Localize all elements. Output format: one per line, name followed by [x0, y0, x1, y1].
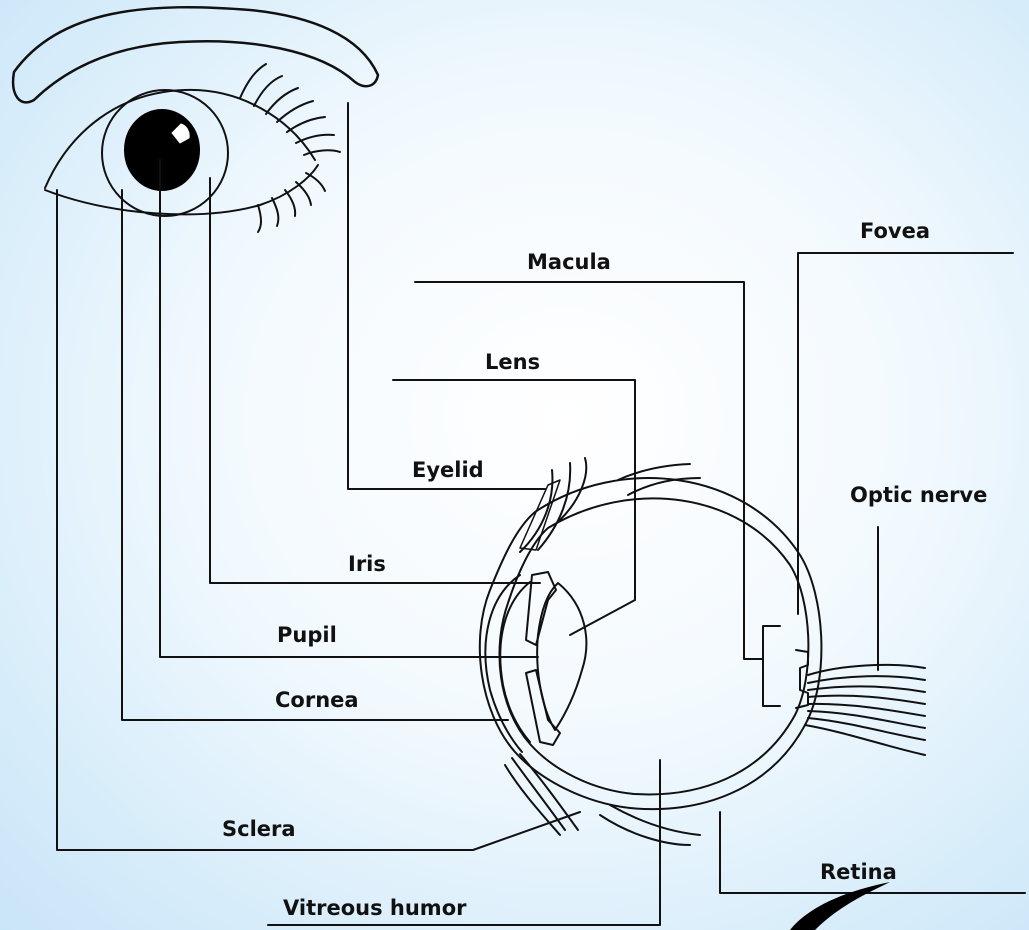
external-eye-illustration: [13, 7, 378, 232]
label-iris: Iris: [348, 554, 386, 575]
label-vitreous-humor: Vitreous humor: [283, 898, 466, 919]
decorative-brush-stroke: [790, 882, 890, 930]
label-retina: Retina: [820, 862, 897, 883]
optic-nerve-fibers: [808, 665, 925, 675]
label-macula: Macula: [527, 252, 611, 273]
label-lens: Lens: [485, 352, 540, 373]
label-fovea: Fovea: [860, 221, 930, 242]
pupil-shape: [125, 110, 199, 190]
label-sclera: Sclera: [222, 819, 296, 840]
label-eyelid: Eyelid: [412, 460, 484, 481]
eyeball-cross-section: [480, 458, 925, 845]
label-cornea: Cornea: [275, 690, 359, 711]
label-optic-nerve: Optic nerve: [850, 485, 987, 506]
macula-bracket: [763, 626, 780, 706]
eyebrow-shape: [13, 7, 378, 102]
iris-lower: [526, 670, 560, 745]
label-pupil: Pupil: [277, 625, 337, 646]
